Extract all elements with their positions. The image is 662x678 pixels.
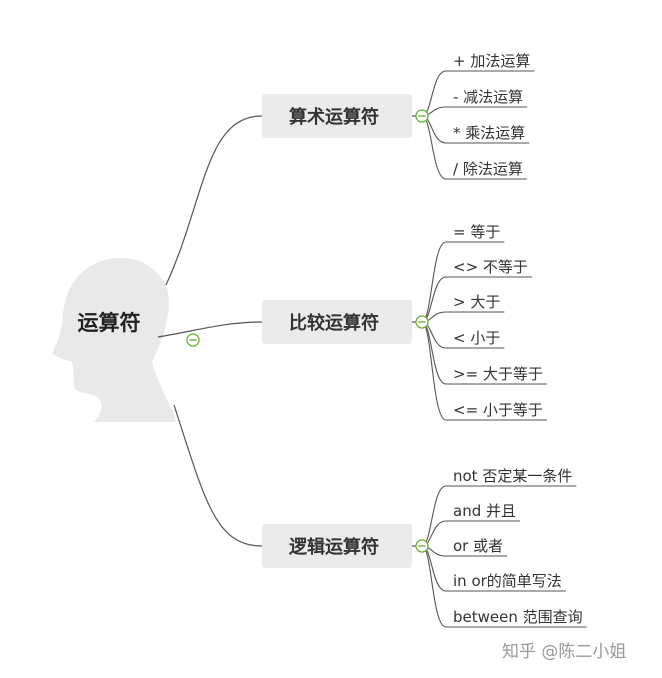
category-label: 算术运算符	[289, 106, 379, 128]
category-box	[262, 300, 412, 344]
leaf-connector	[421, 70, 447, 117]
leaf-label[interactable]: <= 小于等于	[453, 401, 543, 419]
leaf-connector	[421, 321, 447, 421]
collapse-icon[interactable]	[415, 315, 429, 329]
connector-logical	[173, 404, 263, 547]
leaf-label[interactable]: / 除法运算	[453, 160, 523, 178]
leaf-label[interactable]: < 小于	[453, 329, 500, 347]
connector-comparison	[157, 321, 263, 338]
root-connectors	[157, 115, 263, 547]
branch-1: = 等于 <> 不等于 > 大于 < 小于 >= 大于等于 <= 小于等于	[412, 223, 547, 421]
leaf-label[interactable]: > 大于	[453, 293, 500, 311]
leaf-label[interactable]: and 并且	[453, 502, 516, 520]
leaf-label[interactable]: - 减法运算	[453, 88, 523, 106]
leaf-connector	[421, 485, 447, 547]
leaf-connector	[421, 241, 447, 323]
category-box	[262, 524, 412, 568]
leaf-label[interactable]: * 乘法运算	[453, 124, 525, 142]
leaf-label[interactable]: + 加法运算	[453, 52, 530, 70]
leaf-connector	[421, 115, 447, 180]
category-label: 比较运算符	[289, 312, 379, 334]
leaf-label[interactable]: >= 大于等于	[453, 365, 543, 383]
category-comparison[interactable]: 比较运算符	[262, 300, 412, 344]
watermark: 知乎 @陈二小姐	[502, 642, 626, 662]
category-box	[262, 94, 412, 138]
branch-2: not 否定某一条件 and 并且 or 或者 in or的简单写法 between 范…	[412, 467, 587, 628]
collapse-icon[interactable]	[415, 539, 429, 553]
leaf-label[interactable]: not 否定某一条件	[453, 467, 572, 485]
leaf-label[interactable]: = 等于	[453, 223, 500, 241]
leaf-nodes: + 加法运算 - 减法运算 * 乘法运算 / 除法运算 = 等于 <> 不等于 > 大于 < …	[412, 52, 587, 628]
leaf-label[interactable]: between 范围查询	[453, 608, 583, 626]
connector-arithmetic	[165, 115, 263, 286]
branch-0: + 加法运算 - 减法运算 * 乘法运算 / 除法运算	[412, 52, 535, 180]
category-label: 逻辑运算符	[289, 536, 379, 558]
root-label: 运算符	[78, 311, 141, 335]
leaf-label[interactable]: in or的简单写法	[453, 572, 562, 590]
leaf-label[interactable]: <> 不等于	[453, 258, 528, 276]
collapse-icon[interactable]	[415, 109, 429, 123]
category-logical[interactable]: 逻辑运算符	[262, 524, 412, 568]
leaf-connector	[421, 321, 447, 385]
leaf-connector	[421, 545, 447, 628]
root-collapse-icon[interactable]	[186, 333, 200, 347]
leaf-label[interactable]: or 或者	[453, 537, 503, 555]
category-arithmetic[interactable]: 算术运算符	[262, 94, 412, 138]
head-silhouette	[52, 257, 176, 422]
